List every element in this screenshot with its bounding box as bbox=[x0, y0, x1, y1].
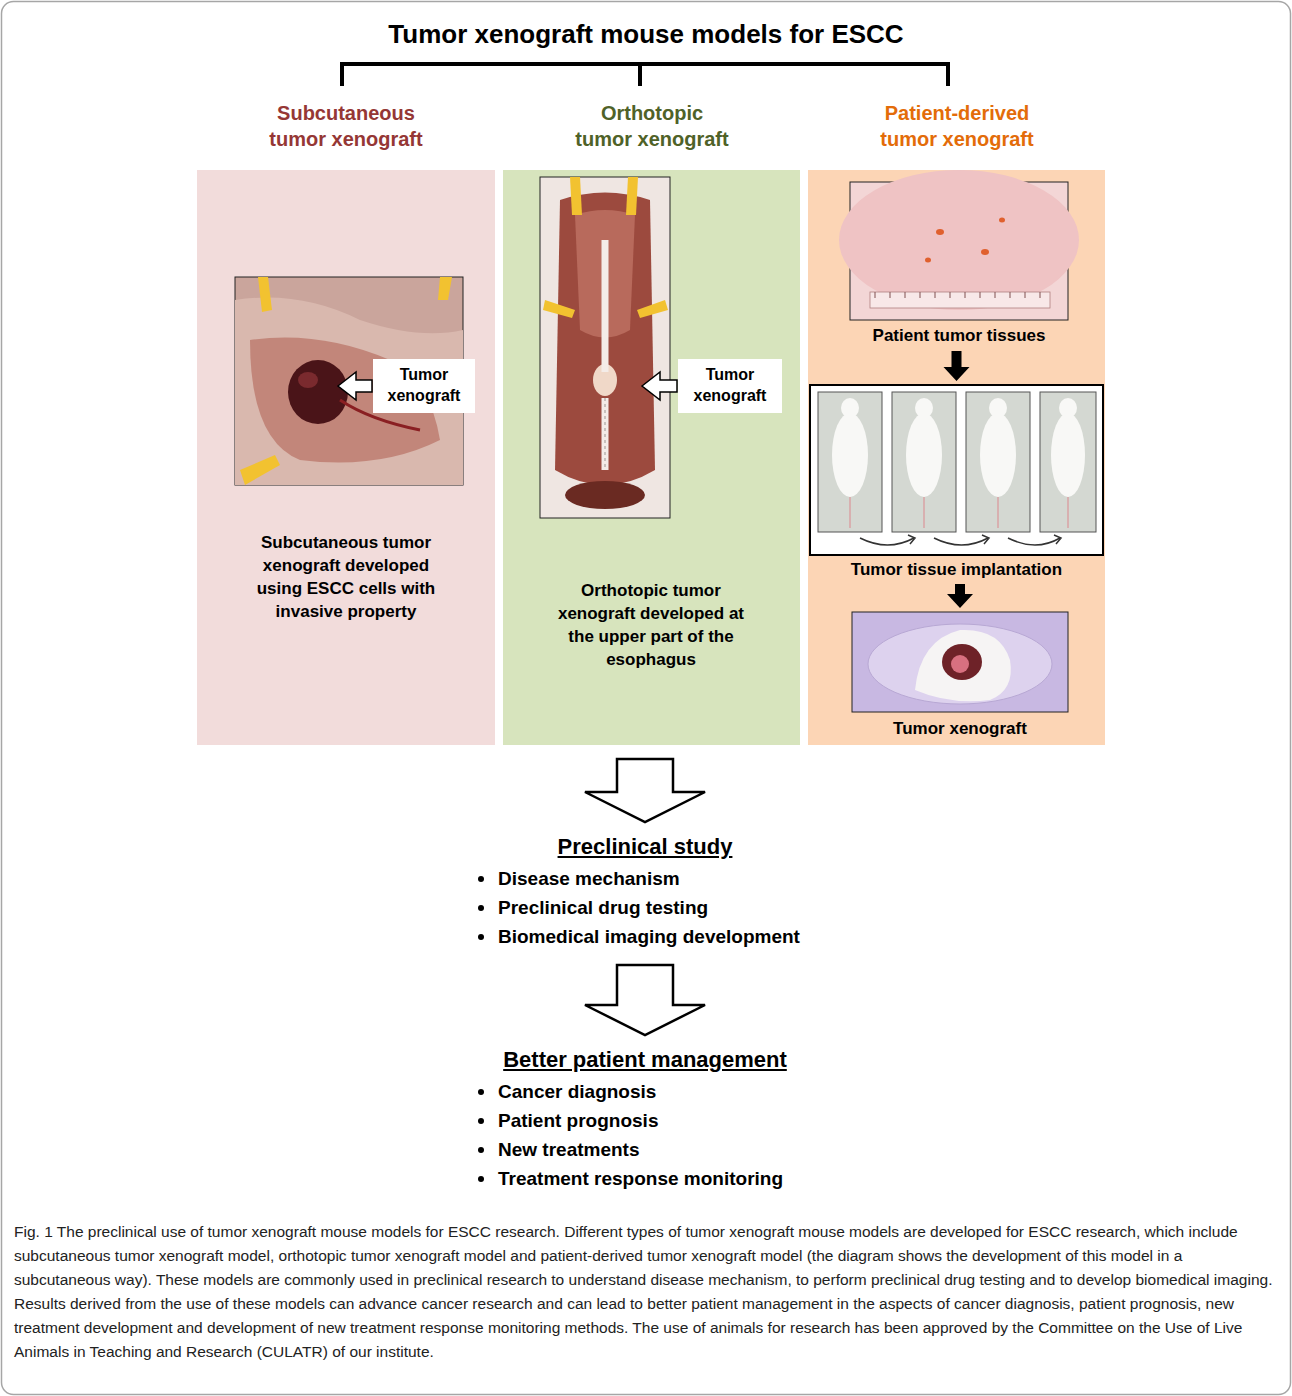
photo-step: Patient tumor tissues bbox=[850, 182, 1068, 347]
list-item: Biomedical imaging development bbox=[470, 922, 820, 951]
figure-title: Tumor xenograft mouse models for ESCC bbox=[0, 18, 1292, 50]
flow-arrow bbox=[947, 584, 973, 608]
list-item: Treatment response monitoring bbox=[470, 1164, 820, 1193]
photo-tissue bbox=[999, 218, 1005, 223]
photo-pin bbox=[543, 300, 575, 318]
callout-box: Tumor xenograft bbox=[678, 359, 782, 413]
mouse-head bbox=[915, 398, 933, 418]
node-heading: Patient tumor tissues bbox=[850, 325, 1068, 347]
bullet-dot bbox=[478, 905, 484, 911]
list-entry: Treatment response monitoring bbox=[498, 1164, 783, 1193]
photo-tissue bbox=[925, 258, 931, 263]
node-heading: Subcutaneous tumor xenograft bbox=[267, 100, 425, 152]
photo-pin bbox=[438, 277, 452, 300]
bullet-dot bbox=[478, 1147, 484, 1153]
panel-ground bbox=[808, 170, 1105, 745]
callout-label: Tumor xenograft bbox=[684, 365, 776, 407]
panel-ground bbox=[197, 170, 495, 745]
mouse-head bbox=[1059, 398, 1077, 418]
photo-step: Tumor xenograft bbox=[852, 612, 1068, 740]
list-entry: Patient prognosis bbox=[498, 1106, 658, 1135]
photo-spine bbox=[602, 240, 609, 470]
list-item: Preclinical drug testing bbox=[470, 893, 820, 922]
photo-pin bbox=[637, 300, 668, 318]
bullet-dot bbox=[478, 876, 484, 882]
panel-ground bbox=[503, 170, 800, 745]
callout-label: Tumor xenograft bbox=[379, 365, 469, 407]
list-item: Disease mechanism bbox=[470, 864, 820, 893]
list-entry: Disease mechanism bbox=[498, 864, 680, 893]
photo-dish bbox=[839, 170, 1079, 310]
photo-tumor bbox=[951, 655, 969, 673]
flow-arrow bbox=[944, 351, 970, 381]
photo-tumor bbox=[288, 360, 348, 424]
list-entry: Biomedical imaging development bbox=[498, 922, 800, 951]
bullet-dot bbox=[478, 934, 484, 940]
photo-dish bbox=[868, 624, 1052, 704]
photo-pin bbox=[258, 277, 272, 312]
bullet-dot bbox=[478, 1176, 484, 1182]
photo-spine bbox=[604, 398, 606, 470]
photo-body bbox=[555, 193, 655, 486]
node-heading: Tumor xenograft bbox=[852, 718, 1068, 740]
list-block: Better patient managementCancer diagnosi… bbox=[470, 1045, 820, 1193]
node-text: Orthotopic tumor xenograft developed at … bbox=[556, 580, 746, 672]
photo-tumor bbox=[298, 372, 318, 388]
model-panel: Orthotopic tumor xenograftOrthotopic tum… bbox=[503, 100, 800, 745]
node-heading: Tumor tissue implantation bbox=[810, 559, 1103, 581]
list-item: Cancer diagnosis bbox=[470, 1077, 820, 1106]
list-item: New treatments bbox=[470, 1135, 820, 1164]
photo-step: Tumor tissue implantation bbox=[810, 385, 1103, 580]
photo-pin bbox=[570, 177, 582, 215]
photo-organ bbox=[565, 481, 645, 509]
list-entry: New treatments bbox=[498, 1135, 640, 1164]
mouse bbox=[915, 630, 1011, 701]
mouse-photos bbox=[818, 392, 1096, 532]
mouse-head bbox=[989, 398, 1007, 418]
bullet-dot bbox=[478, 1089, 484, 1095]
list-entry: Preclinical drug testing bbox=[498, 893, 708, 922]
photo-pin bbox=[626, 177, 638, 215]
figure-caption: Fig. 1 The preclinical use of tumor xeno… bbox=[14, 1220, 1276, 1364]
list-block: Preclinical studyDisease mechanismPrecli… bbox=[470, 832, 820, 951]
mouse bbox=[906, 413, 942, 497]
transfer-arrowheads bbox=[908, 535, 1061, 544]
model-panel: Subcutaneous tumor xenograftSubcutaneous… bbox=[197, 100, 495, 745]
mouse bbox=[1051, 413, 1085, 497]
photo bbox=[540, 177, 670, 518]
node-text: Subcutaneous tumor xenograft developed u… bbox=[246, 532, 446, 624]
mouse bbox=[832, 413, 868, 497]
photo-pin bbox=[240, 455, 280, 485]
block-arrow bbox=[585, 759, 705, 822]
photo-ruler bbox=[870, 292, 1050, 308]
list-heading: Better patient management bbox=[470, 1045, 820, 1075]
model-panel: Patient-derived tumor xenograftPatient t… bbox=[808, 100, 1105, 745]
list-item: Patient prognosis bbox=[470, 1106, 820, 1135]
block-arrow bbox=[585, 965, 705, 1035]
callout-box: Tumor xenograft bbox=[373, 359, 475, 413]
mouse-tail bbox=[850, 497, 1068, 528]
photo-ruler-ticks bbox=[875, 292, 1040, 298]
mouse-head bbox=[841, 398, 859, 418]
bullet-dot bbox=[478, 1118, 484, 1124]
photo bbox=[852, 612, 1068, 712]
photo-tissue bbox=[981, 249, 989, 255]
list-heading: Preclinical study bbox=[470, 832, 820, 862]
mouse bbox=[980, 413, 1016, 497]
bracket bbox=[342, 64, 948, 86]
node-heading: Orthotopic tumor xenograft bbox=[573, 100, 731, 152]
pointer-arrow bbox=[642, 372, 677, 400]
implant-frame bbox=[810, 385, 1103, 555]
transfer-arrows bbox=[860, 538, 1060, 545]
node-heading: Patient-derived tumor xenograft bbox=[878, 100, 1036, 152]
photo-tumor bbox=[942, 644, 982, 680]
photo-tissue bbox=[936, 229, 944, 235]
pointer-arrow bbox=[338, 372, 372, 400]
list-entry: Cancer diagnosis bbox=[498, 1077, 656, 1106]
